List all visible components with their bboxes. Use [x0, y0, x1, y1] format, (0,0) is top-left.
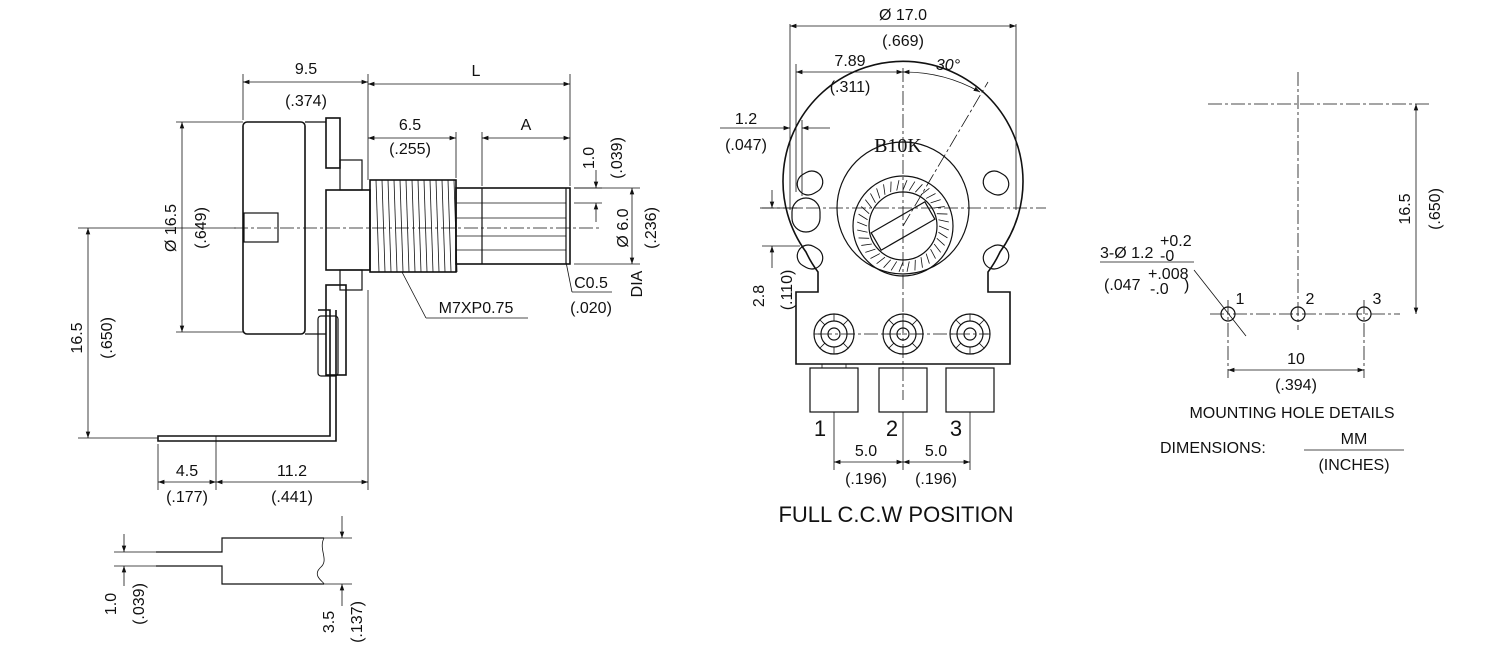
- pitch-b: 5.0: [925, 443, 947, 460]
- rear-tab: [243, 212, 279, 243]
- dim-11-2-in: (.441): [271, 489, 313, 506]
- dim-16-5: 16.5: [69, 322, 86, 353]
- dim-1-0-in: (.039): [609, 137, 626, 179]
- units-mm: MM: [1341, 431, 1368, 448]
- dim-10-in: (.394): [1275, 377, 1317, 394]
- dim-9-5-in: (.374): [285, 93, 327, 110]
- dim-DIA: DIA: [629, 270, 646, 297]
- dim-dia17: Ø 17.0: [879, 7, 927, 24]
- dim-2-8-in: (.110): [779, 270, 796, 311]
- mount-dim-16-5: 16.5: [1397, 193, 1414, 224]
- mount-dim-16-5-in: (.650): [1427, 188, 1444, 230]
- pin-2-label: 2: [886, 416, 898, 441]
- chamfer: C0.5: [574, 275, 608, 292]
- dim-1-0: 1.0: [581, 147, 598, 169]
- units-label: DIMENSIONS:: [1160, 440, 1266, 457]
- pitch-b-in: (.196): [915, 471, 957, 488]
- terminal-bracket: [157, 309, 337, 442]
- dim-2-8: 2.8: [751, 285, 768, 307]
- terminal-detail-view: 1.0 (.039) 3.5 (.137): [103, 516, 366, 643]
- pin-1-label: 1: [814, 416, 826, 441]
- dim-6-5-in: (.255): [389, 141, 431, 158]
- units-inches: (INCHES): [1318, 457, 1389, 474]
- threaded-bushing: [369, 179, 458, 273]
- pin-3-label: 3: [950, 416, 962, 441]
- hole-spec: 3-Ø 1.2: [1100, 245, 1153, 262]
- side-view: 9.5 (.374) L 6.5 (.255) A 1.0 (.039) Ø 6…: [69, 61, 660, 506]
- dim-11-2: 11.2: [277, 463, 307, 480]
- pitch-a: 5.0: [855, 443, 877, 460]
- front-body: [782, 60, 1024, 365]
- hole-1: [1220, 306, 1236, 322]
- dim-1-2-in: (.047): [725, 137, 767, 154]
- dim-7-89-in: (.311): [830, 79, 871, 96]
- hole-tol-plus: +0.2: [1160, 233, 1192, 250]
- hole-1-label: 1: [1236, 291, 1245, 308]
- chamfer-in: (.020): [570, 300, 612, 317]
- detail-dim-3-5-in: (.137): [349, 601, 366, 643]
- front-view-caption: FULL C.C.W POSITION: [778, 502, 1013, 527]
- hole-spec-in: (.047: [1104, 277, 1141, 294]
- hole-tol-minus: -0: [1160, 248, 1174, 265]
- dim-6-5: 6.5: [399, 117, 421, 134]
- thread-callout: M7XP0.75: [439, 300, 514, 317]
- front-view: B10K Ø 17.0 (.669) 7.89 (.311) 30° 1.2: [720, 7, 1046, 527]
- detail-dim-1-0: 1.0: [103, 593, 120, 615]
- mounting-hole-details: 1 2 3 3-Ø 1.2 +0.2 -0 (.047 +.008 -.0 ) …: [1100, 72, 1444, 474]
- dim-A: A: [521, 117, 532, 134]
- dim-dia6-in: (.236): [643, 207, 660, 249]
- dim-1-2: 1.2: [735, 111, 757, 128]
- hole-3-label: 3: [1373, 291, 1382, 308]
- dim-9-5: 9.5: [295, 61, 317, 78]
- hole-2-label: 2: [1306, 291, 1315, 308]
- mounting-title: MOUNTING HOLE DETAILS: [1189, 405, 1394, 422]
- dim-dia6: Ø 6.0: [615, 208, 632, 247]
- angle-30: 30°: [936, 57, 961, 74]
- mounting-flange: [325, 117, 341, 169]
- hole-tol-in-minus: -.0: [1150, 281, 1169, 298]
- dim-16-5-in: (.650): [99, 317, 116, 359]
- hole-spec-in-close: ): [1184, 277, 1189, 294]
- dim-7-89: 7.89: [834, 53, 865, 70]
- dim-4-5: 4.5: [176, 463, 198, 480]
- shaft: [455, 187, 571, 265]
- dim-dia17-in: (.669): [882, 33, 924, 50]
- resistance-marking: B10K: [874, 135, 922, 157]
- detail-dim-3-5: 3.5: [321, 611, 338, 633]
- dim-10: 10: [1287, 351, 1305, 368]
- detail-dim-1-0-in: (.039): [131, 583, 148, 625]
- hole-3: [1356, 306, 1372, 322]
- dim-L: L: [472, 63, 481, 80]
- dim-4-5-in: (.177): [166, 489, 208, 506]
- hole-2: [1290, 306, 1306, 322]
- hole-tol-in-plus: +.008: [1148, 266, 1189, 283]
- pitch-a-in: (.196): [845, 471, 887, 488]
